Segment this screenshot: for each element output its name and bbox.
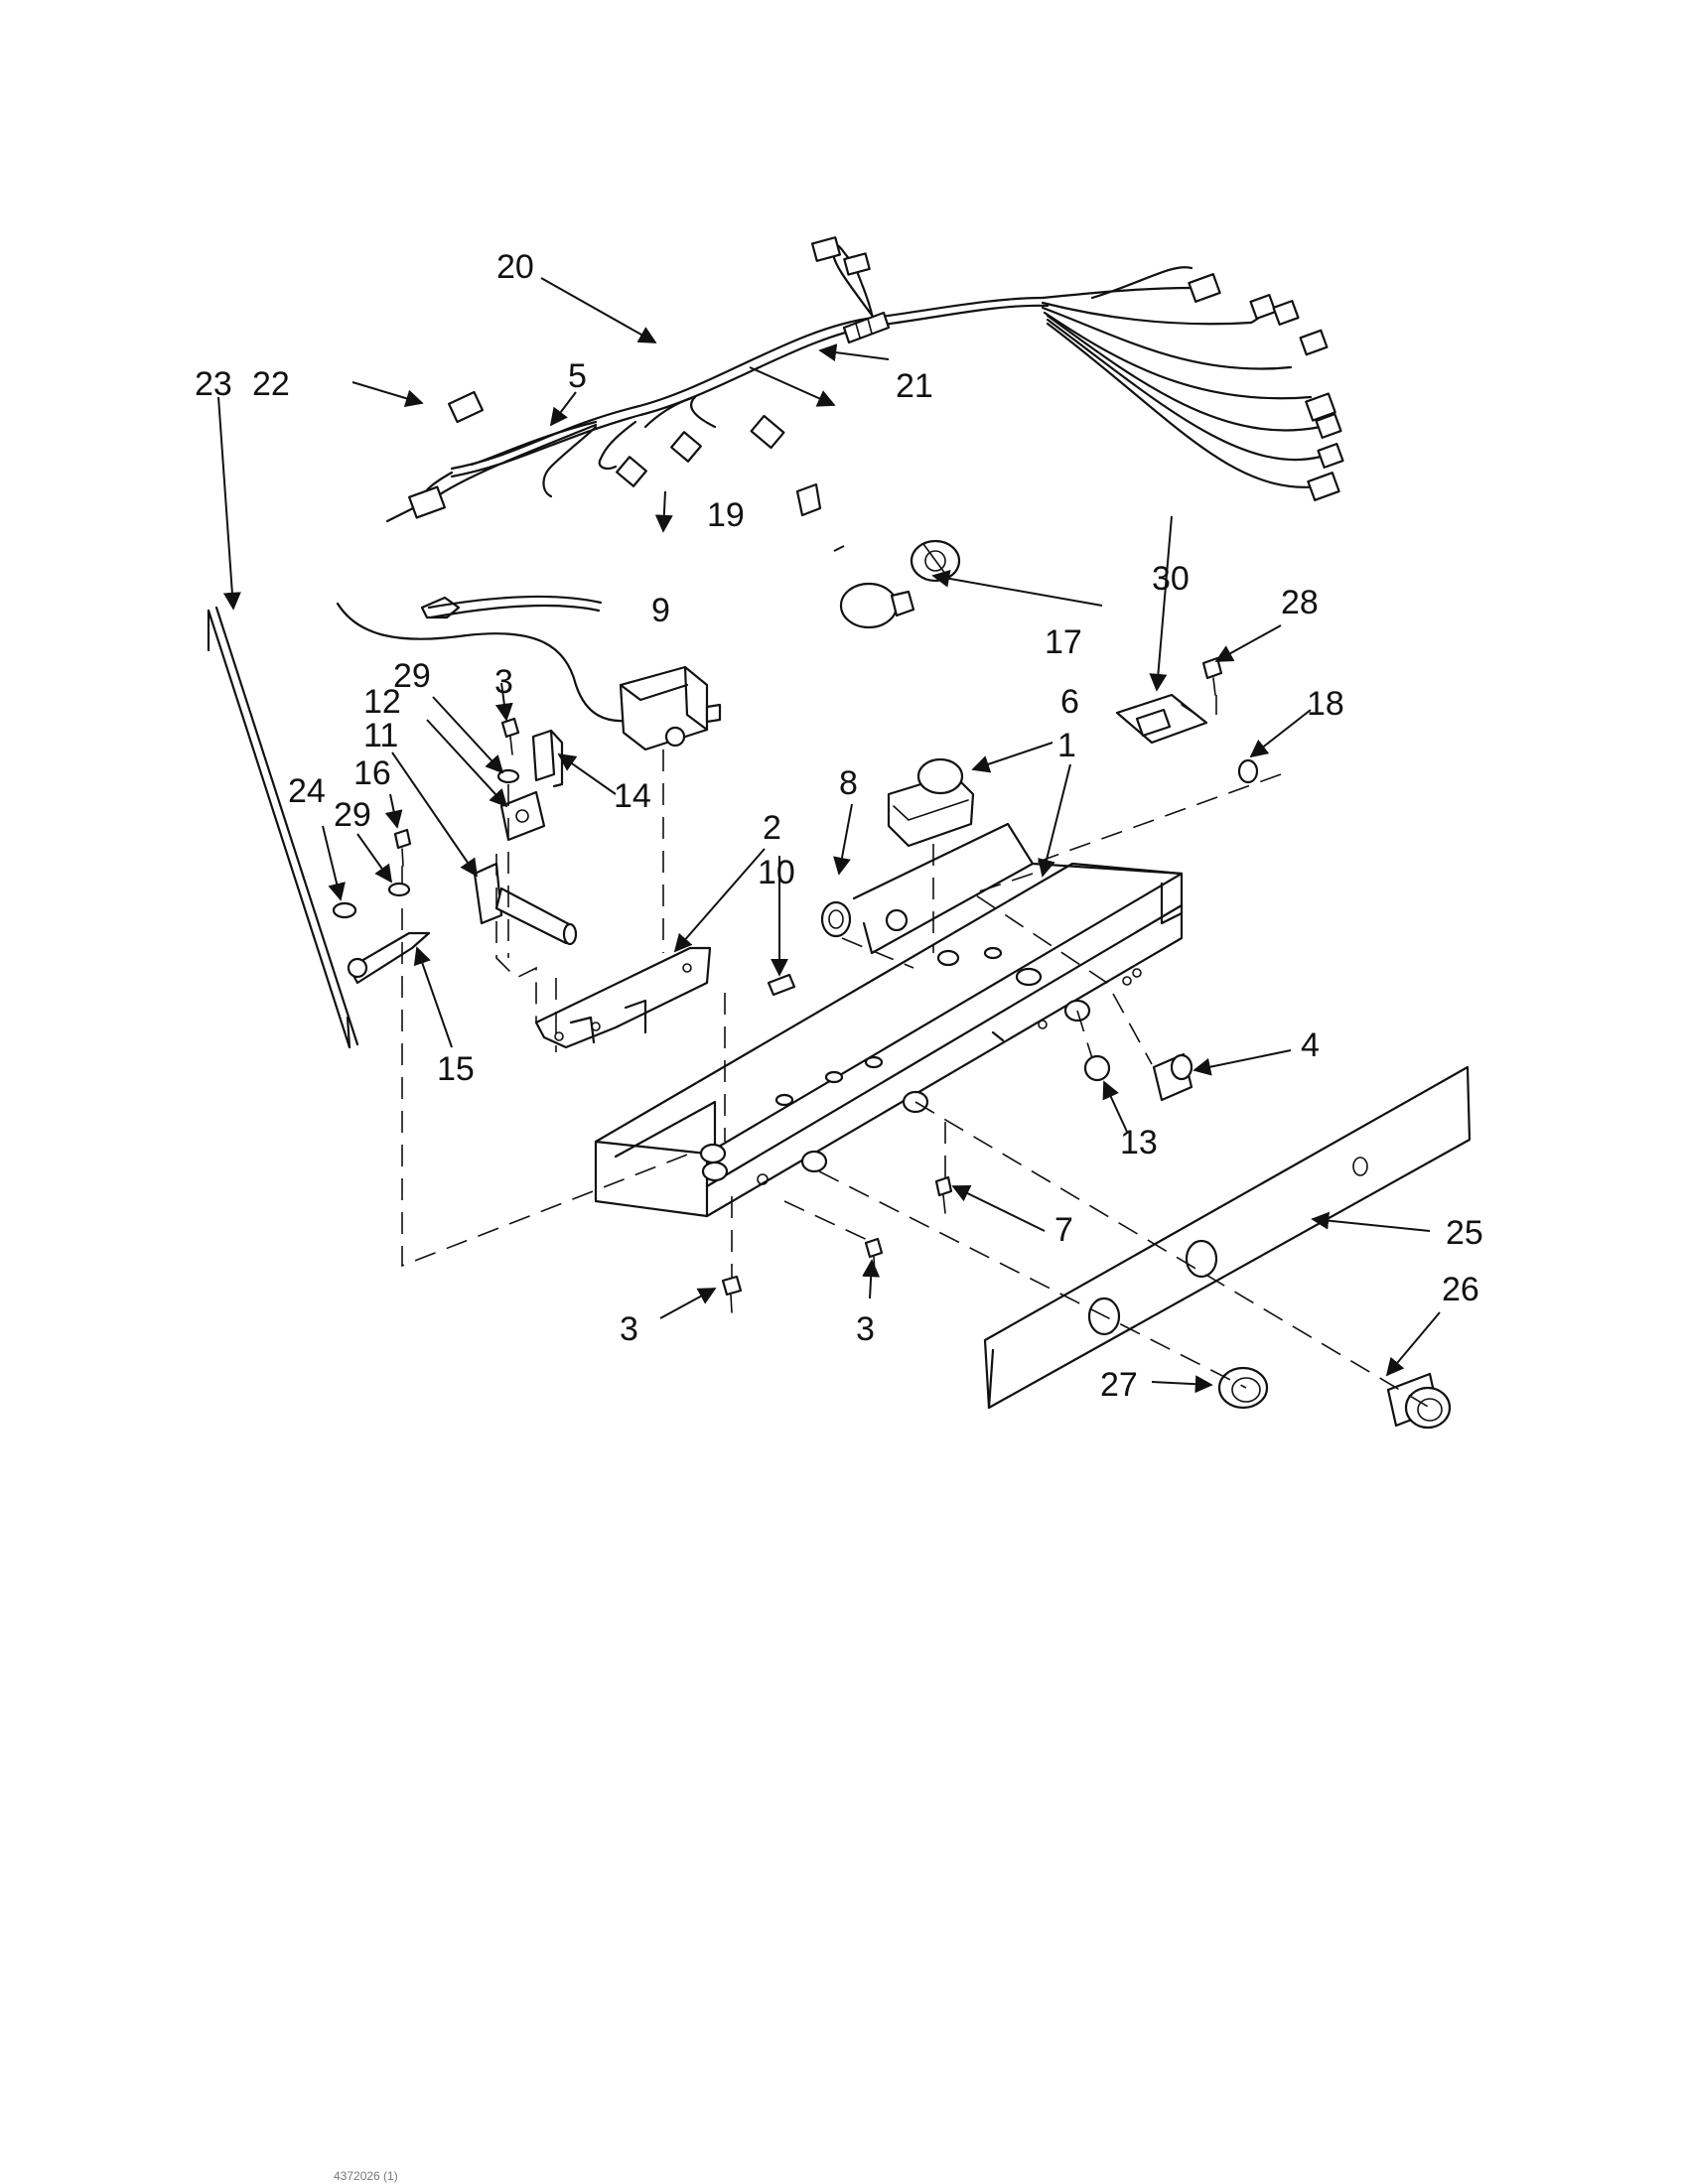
screw-16: [393, 828, 412, 850]
light-socket-17: [910, 539, 961, 583]
screw-3-bottom-b: [864, 1237, 884, 1259]
callout-3-b: 3: [620, 1310, 638, 1348]
screw-10: [767, 973, 796, 997]
clamp-12: [499, 790, 546, 842]
clip-part-22: [420, 596, 461, 619]
callout-27: 27: [1100, 1366, 1138, 1404]
callout-30: 30: [1152, 560, 1190, 598]
callout-4: 4: [1301, 1026, 1320, 1064]
callout-9: 9: [651, 592, 670, 629]
bracket-14: [531, 729, 556, 782]
screw-3-bottom-a: [721, 1275, 743, 1297]
callout-1: 1: [1057, 727, 1076, 764]
callout-20: 20: [496, 248, 534, 286]
nut-18: [1237, 758, 1259, 784]
callout-24: 24: [288, 772, 326, 810]
tube-part-5: [427, 595, 603, 610]
callout-15: 15: [437, 1050, 475, 1088]
callout-16: 16: [353, 754, 391, 792]
control-housing-1: [594, 822, 1184, 1218]
callout-18: 18: [1307, 685, 1344, 723]
screw-3-top: [500, 717, 520, 739]
callout-22: 22: [252, 365, 290, 403]
wire-harness: [385, 236, 1344, 523]
callout-28: 28: [1281, 584, 1319, 621]
washer-24: [332, 901, 357, 919]
light-bulb-19: [839, 582, 915, 629]
callout-21: 21: [896, 367, 933, 405]
grommet-8: [820, 900, 852, 938]
defrost-timer-6: [887, 757, 975, 848]
callout-2: 2: [763, 809, 781, 847]
knob-27: [1217, 1366, 1269, 1410]
callout-3-a: 3: [494, 663, 513, 701]
callout-6: 6: [1060, 683, 1079, 721]
screw-28: [1201, 656, 1223, 680]
callout-23: 23: [195, 365, 232, 403]
button-13: [1083, 1054, 1111, 1082]
callout-14: 14: [614, 777, 651, 815]
switch-30: [1115, 693, 1208, 745]
callout-3-c: 3: [856, 1310, 875, 1348]
switch-4: [1152, 1052, 1193, 1102]
callout-26: 26: [1442, 1271, 1479, 1308]
callout-8: 8: [839, 764, 858, 802]
thermostat-9: [619, 665, 722, 751]
footer-code: 4372026 (1): [334, 2169, 398, 2183]
callout-7: 7: [1054, 1211, 1073, 1249]
callout-19: 19: [707, 496, 745, 534]
callout-29-b: 29: [334, 796, 371, 834]
callout-13: 13: [1120, 1124, 1158, 1161]
knob-26: [1386, 1372, 1452, 1430]
callout-5: 5: [568, 357, 587, 395]
leader-lines: [217, 277, 1441, 1394]
control-shaft-11: [473, 862, 578, 946]
screw-7: [934, 1175, 953, 1197]
callout-29-a: 29: [393, 657, 431, 695]
washer-29-b: [387, 882, 411, 897]
callout-11: 11: [363, 717, 398, 754]
lever-15: [348, 931, 431, 985]
callout-17: 17: [1045, 623, 1082, 661]
callout-10: 10: [758, 854, 795, 891]
rod-23: [207, 609, 351, 1049]
callout-labels: 1 2 3 3 3 3 4 5 6 7 8 9 10 11 12 13 14 1…: [195, 248, 1483, 1404]
mounting-bracket-2: [534, 946, 712, 1049]
clip-part-21: [795, 482, 822, 517]
callout-12: 12: [363, 683, 401, 721]
callout-25: 25: [1446, 1214, 1483, 1252]
